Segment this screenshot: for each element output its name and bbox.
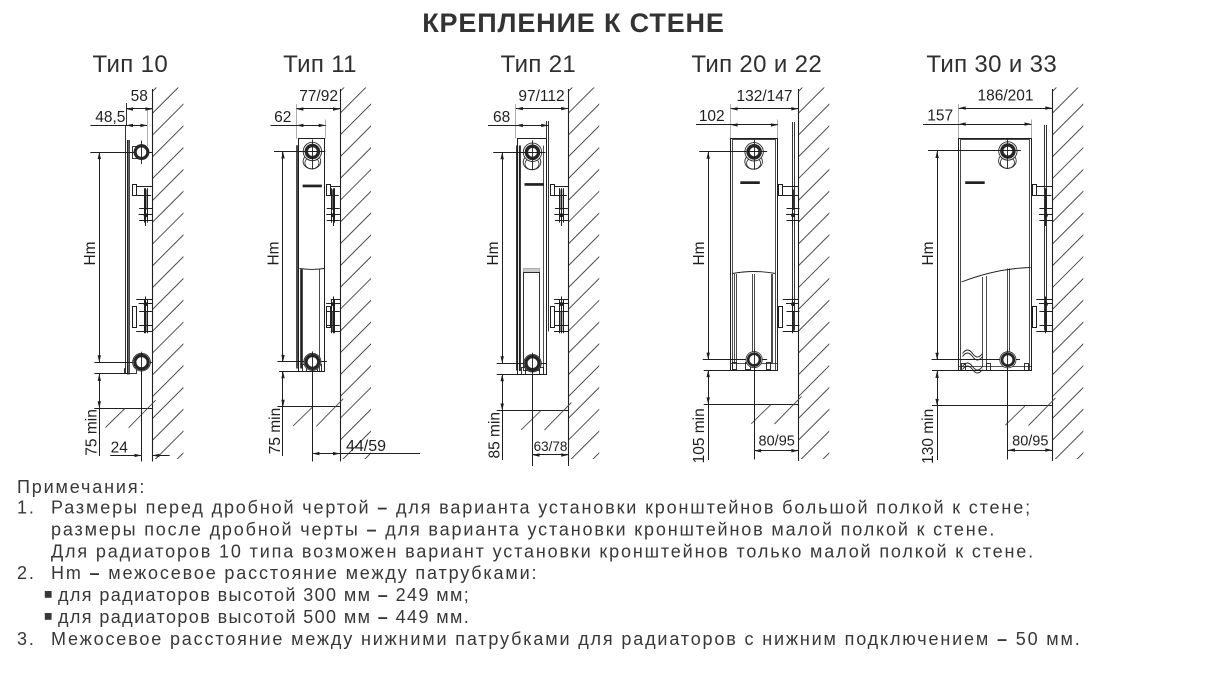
svg-text:75 min: 75 min: [267, 408, 284, 455]
svg-text:Hm – межосевое расстояние межд: Hm – межосевое расстояние между патрубка…: [51, 563, 538, 583]
svg-text:Для радиаторов 10 типа возможе: Для радиаторов 10 типа возможен вариант …: [51, 542, 1035, 562]
svg-text:Примечания:: Примечания:: [17, 477, 146, 497]
svg-text:80/95: 80/95: [1012, 433, 1048, 449]
svg-text:24: 24: [111, 439, 129, 456]
svg-text:102: 102: [699, 108, 725, 125]
svg-text:Hm: Hm: [920, 241, 937, 265]
svg-text:44/59: 44/59: [346, 438, 386, 455]
svg-text:для радиаторов высотой 300 мм: для радиаторов высотой 300 мм – 249 мм;: [58, 585, 470, 605]
svg-text:157: 157: [927, 107, 953, 124]
svg-text:132/147: 132/147: [736, 88, 792, 105]
svg-text:Тип 10: Тип 10: [93, 51, 168, 78]
svg-text:Hm: Hm: [485, 241, 502, 265]
svg-text:75 min: 75 min: [84, 409, 101, 456]
svg-text:77/92: 77/92: [299, 88, 338, 105]
svg-text:97/112: 97/112: [518, 88, 564, 105]
svg-text:48,5: 48,5: [95, 109, 125, 126]
svg-text:80/95: 80/95: [759, 433, 795, 449]
svg-text:КРЕПЛЕНИЕ К СТЕНЕ: КРЕПЛЕНИЕ К СТЕНЕ: [422, 8, 725, 38]
svg-text:58: 58: [131, 88, 148, 105]
svg-text:186/201: 186/201: [977, 88, 1033, 105]
svg-text:1.: 1.: [17, 498, 36, 518]
svg-text:Межосевое расстояние между ниж: Межосевое расстояние между нижними патру…: [51, 629, 1082, 649]
svg-text:Hm: Hm: [82, 241, 99, 265]
svg-text:для радиаторов высотой 500 мм: для радиаторов высотой 500 мм – 449 мм.: [58, 607, 470, 627]
svg-text:размеры после дробной черты –: размеры после дробной черты – для вариан…: [51, 520, 996, 540]
svg-text:Размеры перед дробной чертой –: Размеры перед дробной чертой – для вариа…: [51, 498, 1032, 518]
svg-text:3.: 3.: [17, 629, 36, 649]
svg-text:63/78: 63/78: [534, 439, 568, 454]
svg-text:Hm: Hm: [691, 241, 708, 265]
svg-text:68: 68: [493, 109, 510, 126]
svg-text:Тип 30 и 33: Тип 30 и 33: [926, 51, 1057, 78]
svg-text:Тип 11: Тип 11: [283, 51, 357, 78]
svg-text:Hm: Hm: [266, 241, 283, 265]
svg-text:105 min: 105 min: [691, 408, 708, 463]
svg-text:62: 62: [274, 109, 291, 126]
svg-text:2.: 2.: [17, 563, 36, 583]
svg-text:130 min: 130 min: [920, 409, 937, 464]
svg-text:Тип 20 и 22: Тип 20 и 22: [691, 51, 822, 78]
svg-text:85 min: 85 min: [486, 412, 503, 459]
svg-text:Тип 21: Тип 21: [501, 51, 576, 78]
